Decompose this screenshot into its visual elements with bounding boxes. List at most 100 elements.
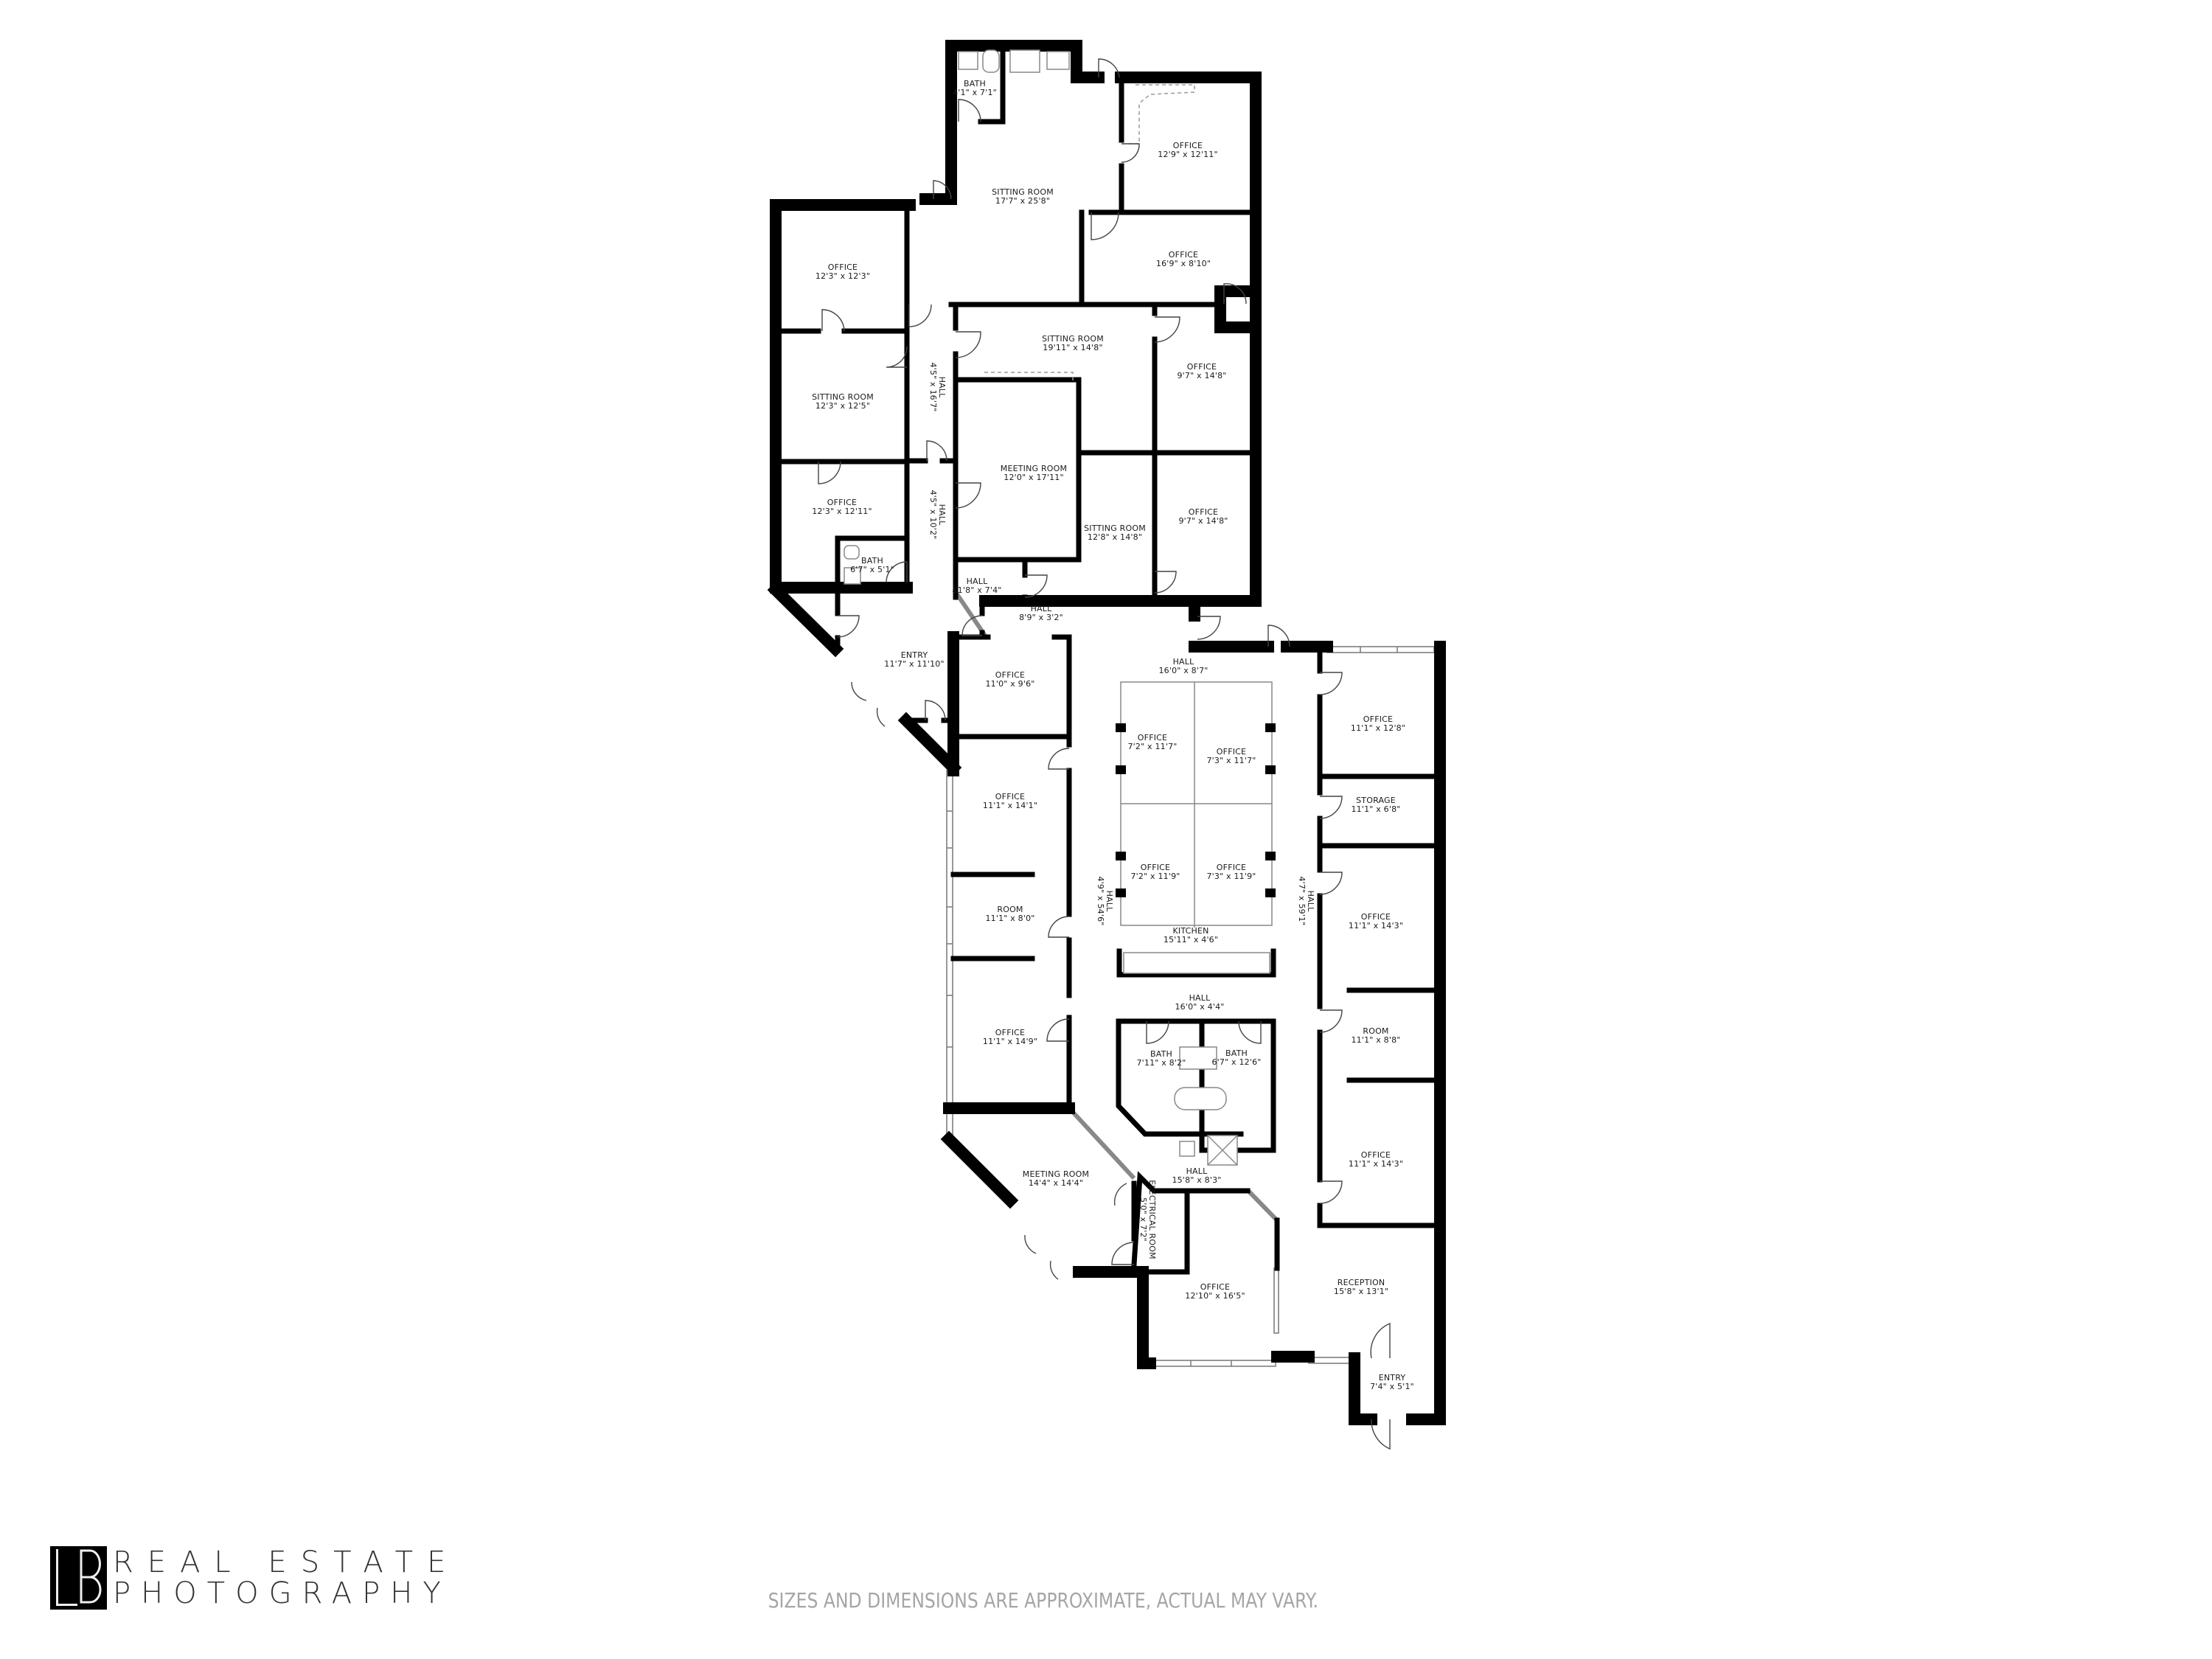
room-name: ENTRY bbox=[1378, 1373, 1406, 1382]
room-name: OFFICE bbox=[827, 498, 858, 507]
doors bbox=[818, 58, 1391, 1450]
room-name: OFFICE bbox=[1200, 1282, 1231, 1292]
room-name: ROOM bbox=[997, 905, 1023, 914]
room-dimensions: 12'9" x 12'11" bbox=[1158, 150, 1218, 159]
room-name: HALL bbox=[1105, 890, 1114, 912]
room-dimensions: 15'11" x 4'6" bbox=[1163, 935, 1219, 945]
room-dimensions: 11'1" x 14'1" bbox=[982, 801, 1038, 810]
room-name: BATH bbox=[963, 79, 986, 88]
room-name: MEETING ROOM bbox=[1000, 464, 1068, 473]
room-name: BATH bbox=[1225, 1048, 1248, 1058]
room-dimensions: 17'7" x 25'8" bbox=[995, 196, 1051, 206]
room-dimensions: 15'8" x 13'1" bbox=[1333, 1287, 1389, 1296]
room-name: SITTING ROOM bbox=[812, 392, 874, 402]
room-dimensions: 11'1" x 14'3" bbox=[1348, 921, 1404, 931]
room-dimensions: 9'7" x 14'8" bbox=[1178, 516, 1228, 526]
room-dimensions: 4'5" x 16'7" bbox=[928, 362, 938, 412]
room-name: OFFICE bbox=[1137, 733, 1168, 742]
room-name: HALL bbox=[1172, 657, 1194, 667]
room-name: OFFICE bbox=[1186, 362, 1217, 372]
brand-logo: REAL ESTATE PHOTOGRAPHY bbox=[50, 1546, 459, 1610]
room-name: HALL bbox=[1030, 604, 1052, 613]
open-office-grid bbox=[1116, 681, 1276, 928]
room-dimensions: 15'8" x 8'3" bbox=[1172, 1175, 1222, 1185]
room-name: OFFICE bbox=[1360, 912, 1391, 922]
room-name: OFFICE bbox=[995, 1028, 1026, 1037]
room-dimensions: 11'1" x 8'8" bbox=[1351, 1035, 1401, 1045]
room-name: HALL bbox=[937, 376, 947, 398]
room-name: SITTING ROOM bbox=[992, 187, 1054, 197]
room-name: ELECTRICAL ROOM bbox=[1147, 1180, 1157, 1259]
room-dimensions: 11'1" x 14'3" bbox=[1348, 1159, 1404, 1169]
room-dimensions: 7'2" x 11'7" bbox=[1127, 742, 1178, 751]
room-dimensions: 5'0" x 7'2" bbox=[1138, 1197, 1148, 1242]
room-dimensions: 4'5" x 10'2" bbox=[928, 490, 938, 540]
lb-logo-mark-icon bbox=[50, 1546, 107, 1610]
room-dimensions: 8'9" x 3'2" bbox=[1019, 613, 1063, 622]
brand-line-1: REAL ESTATE bbox=[113, 1545, 460, 1579]
room-name: HALL bbox=[937, 504, 947, 526]
brand-line-2: PHOTOGRAPHY bbox=[113, 1576, 451, 1610]
room-name: HALL bbox=[1189, 993, 1211, 1003]
room-name: RECEPTION bbox=[1337, 1278, 1385, 1287]
b-glyph-icon bbox=[80, 1549, 102, 1604]
room-dimensions: 6'7" x 5'1" bbox=[850, 565, 894, 574]
room-dimensions: 7'2" x 11'9" bbox=[1130, 872, 1180, 881]
room-dimensions: 11'8" x 7'4" bbox=[952, 585, 1002, 595]
room-name: OFFICE bbox=[1188, 507, 1219, 517]
room-name: OFFICE bbox=[995, 670, 1026, 680]
room-name: OFFICE bbox=[1140, 863, 1171, 872]
room-name: OFFICE bbox=[1216, 747, 1247, 757]
room-dimensions: 4'1" x 7'1" bbox=[953, 88, 997, 97]
room-dimensions: 6'7" x 12'6" bbox=[1211, 1057, 1262, 1067]
room-dimensions: 7'4" x 5'1" bbox=[1370, 1382, 1414, 1391]
disclaimer-text: SIZES AND DIMENSIONS ARE APPROXIMATE, AC… bbox=[768, 1588, 1318, 1613]
room-name: BATH bbox=[1150, 1049, 1173, 1059]
room-name: SITTING ROOM bbox=[1042, 334, 1104, 344]
windows bbox=[773, 84, 1444, 1367]
room-dimensions: 16'0" x 4'4" bbox=[1175, 1002, 1225, 1012]
room-dimensions: 12'10" x 16'5" bbox=[1185, 1291, 1245, 1301]
room-dimensions: 12'3" x 12'5" bbox=[815, 401, 871, 411]
room-dimensions: 11'0" x 9'6" bbox=[985, 679, 1035, 689]
room-dimensions: 11'1" x 6'8" bbox=[1351, 804, 1401, 814]
room-dimensions: 16'0" x 8'7" bbox=[1158, 666, 1208, 675]
room-dimensions: 11'1" x 8'0" bbox=[985, 914, 1035, 923]
room-name: OFFICE bbox=[995, 792, 1026, 801]
room-dimensions: 12'0" x 17'11" bbox=[1004, 473, 1064, 482]
room-dimensions: 14'4" x 14'4" bbox=[1028, 1178, 1084, 1188]
room-name: OFFICE bbox=[1363, 714, 1394, 724]
room-dimensions: 12'8" x 14'8" bbox=[1087, 532, 1143, 542]
room-name: HALL bbox=[1186, 1166, 1208, 1176]
room-name: MEETING ROOM bbox=[1022, 1169, 1090, 1179]
room-name: ENTRY bbox=[900, 650, 928, 660]
